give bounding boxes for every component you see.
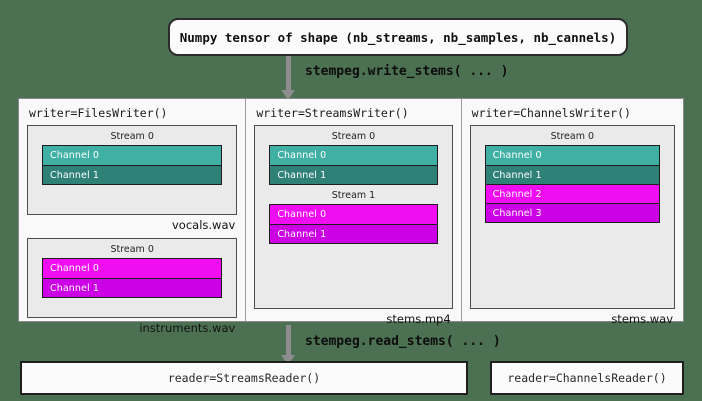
reader-box-channelsreader: reader=ChannelsReader() [490, 361, 684, 395]
channel-stack: Channel 0 Channel 1 [269, 145, 438, 185]
writer-title: writer=ChannelsWriter() [471, 106, 631, 120]
stream-label: Stream 0 [331, 131, 376, 142]
channel-stack: Channel 0 Channel 1 [42, 258, 223, 298]
write-stems-label: stempeg.write_stems( ... ) [305, 64, 509, 79]
channel-bar: Channel 0 [270, 146, 437, 165]
writers-panel: writer=FilesWriter() Stream 0 Channel 0 … [18, 98, 684, 335]
file-group-vocals: Stream 0 Channel 0 Channel 1 vocals.wav [27, 125, 238, 232]
file-group-instruments: Stream 0 Channel 0 Channel 1 instruments… [27, 238, 238, 335]
reader-label: reader=ChannelsReader() [507, 371, 667, 385]
stream-box: Stream 0 Channel 0 Channel 1 Stream 1 Ch… [254, 125, 453, 309]
channel-bar: Channel 1 [270, 224, 437, 243]
channel-bar: Channel 1 [43, 165, 222, 184]
channel-bar: Channel 0 [43, 259, 222, 278]
write-arrow-shaft [286, 56, 291, 94]
read-arrow-shaft [286, 325, 291, 361]
channel-bar: Channel 3 [485, 203, 659, 222]
channel-bar: Channel 2 [485, 184, 659, 203]
channel-stack: Channel 0 Channel 1 [269, 204, 438, 244]
stream-box: Stream 0 Channel 0 Channel 1 Channel 2 C… [469, 125, 675, 309]
reader-box-streamsreader: reader=StreamsReader() [20, 361, 468, 395]
channel-stack: Channel 0 Channel 1 [42, 145, 223, 185]
file-group-stems-mp4: Stream 0 Channel 0 Channel 1 Stream 1 Ch… [254, 125, 453, 326]
filename-label: stems.mp4 [386, 312, 451, 326]
channel-bar: Channel 0 [485, 146, 659, 165]
filename-label: instruments.wav [139, 321, 236, 335]
read-stems-label: stempeg.read_stems( ... ) [305, 334, 501, 349]
channel-bar: Channel 0 [270, 205, 437, 224]
channel-bar: Channel 1 [270, 165, 437, 184]
channel-stack: Channel 0 Channel 1 Channel 2 Channel 3 [484, 145, 660, 223]
stream-box: Stream 0 Channel 0 Channel 1 [27, 125, 238, 215]
input-tensor-box: Numpy tensor of shape (nb_streams, nb_sa… [168, 18, 628, 56]
writer-column-streamswriter: writer=StreamsWriter() Stream 0 Channel … [246, 99, 462, 326]
read-arrow-head-icon [281, 355, 295, 365]
channel-bar: Channel 1 [485, 165, 659, 184]
stream-label: Stream 0 [110, 131, 154, 142]
reader-label: reader=StreamsReader() [167, 371, 321, 385]
filename-label: stems.wav [611, 312, 673, 326]
filename-label: vocals.wav [172, 218, 236, 232]
channel-bar: Channel 0 [43, 146, 222, 165]
writer-title: writer=FilesWriter() [29, 106, 168, 120]
writer-title: writer=StreamsWriter() [256, 106, 409, 120]
file-group-stems-wav: Stream 0 Channel 0 Channel 1 Channel 2 C… [469, 125, 675, 326]
stream-label: Stream 0 [110, 244, 154, 255]
write-arrow-head-icon [281, 90, 295, 100]
stream-label: Stream 0 [550, 131, 595, 142]
input-tensor-label: Numpy tensor of shape (nb_streams, nb_sa… [179, 29, 617, 45]
stream-label: Stream 1 [331, 190, 376, 201]
stream-box: Stream 0 Channel 0 Channel 1 [27, 238, 238, 318]
channel-bar: Channel 1 [43, 278, 222, 297]
writer-column-fileswriter: writer=FilesWriter() Stream 0 Channel 0 … [19, 99, 247, 335]
writer-column-channelswriter: writer=ChannelsWriter() Stream 0 Channel… [462, 99, 683, 326]
